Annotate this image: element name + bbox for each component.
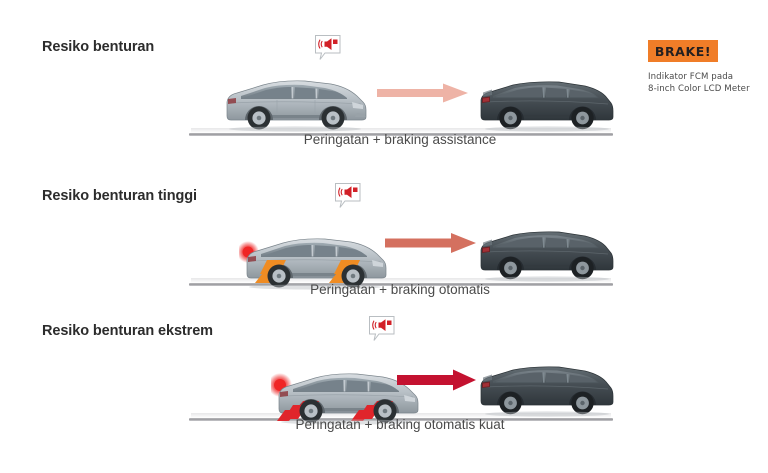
brake-caption-line-1: Indikator FCM pada [648,72,734,82]
risk-row-collision-extreme: Resiko benturan ekstrem [0,305,768,455]
speaker-warning-icon [333,182,363,214]
risk-row-collision: Resiko benturan [0,18,768,158]
lead-vehicle-dark [475,357,615,419]
following-vehicle-silver [271,357,421,425]
scene [185,183,615,290]
brake-indicator-panel: BRAKE! Indikator FCM pada 8-inch Color L… [648,40,760,95]
risk-row-collision-high: Resiko benturan tinggi [0,168,768,308]
row-heading: Resiko benturan tinggi [42,188,197,204]
road-shadow [191,128,611,133]
road-shadow [191,413,611,418]
scene [185,316,615,425]
row-caption: Peringatan + braking otomatis kuat [295,417,505,432]
road-line [189,133,613,136]
lead-vehicle-dark [475,72,615,134]
following-vehicle-silver [219,72,369,134]
brake-badge-caption: Indikator FCM pada 8-inch Color LCD Mete… [648,71,760,95]
speaker-warning-icon [313,34,343,66]
scene [185,35,615,138]
brake-badge: BRAKE! [648,40,718,62]
motion-arrow [397,369,477,391]
motion-arrow [385,232,477,254]
row-heading: Resiko benturan [42,39,155,55]
brake-caption-line-2: 8-inch Color LCD Meter [648,84,750,94]
road-line [189,283,613,286]
road-line [189,418,613,421]
road-shadow [191,278,611,283]
following-vehicle-silver [239,222,389,290]
row-caption: Peringatan + braking assistance [303,132,497,147]
speaker-warning-icon [367,315,397,347]
motion-arrow [377,82,469,104]
lead-vehicle-dark [475,222,615,284]
row-heading: Resiko benturan ekstrem [42,323,213,339]
row-caption: Peringatan + braking otomatis [310,282,490,297]
